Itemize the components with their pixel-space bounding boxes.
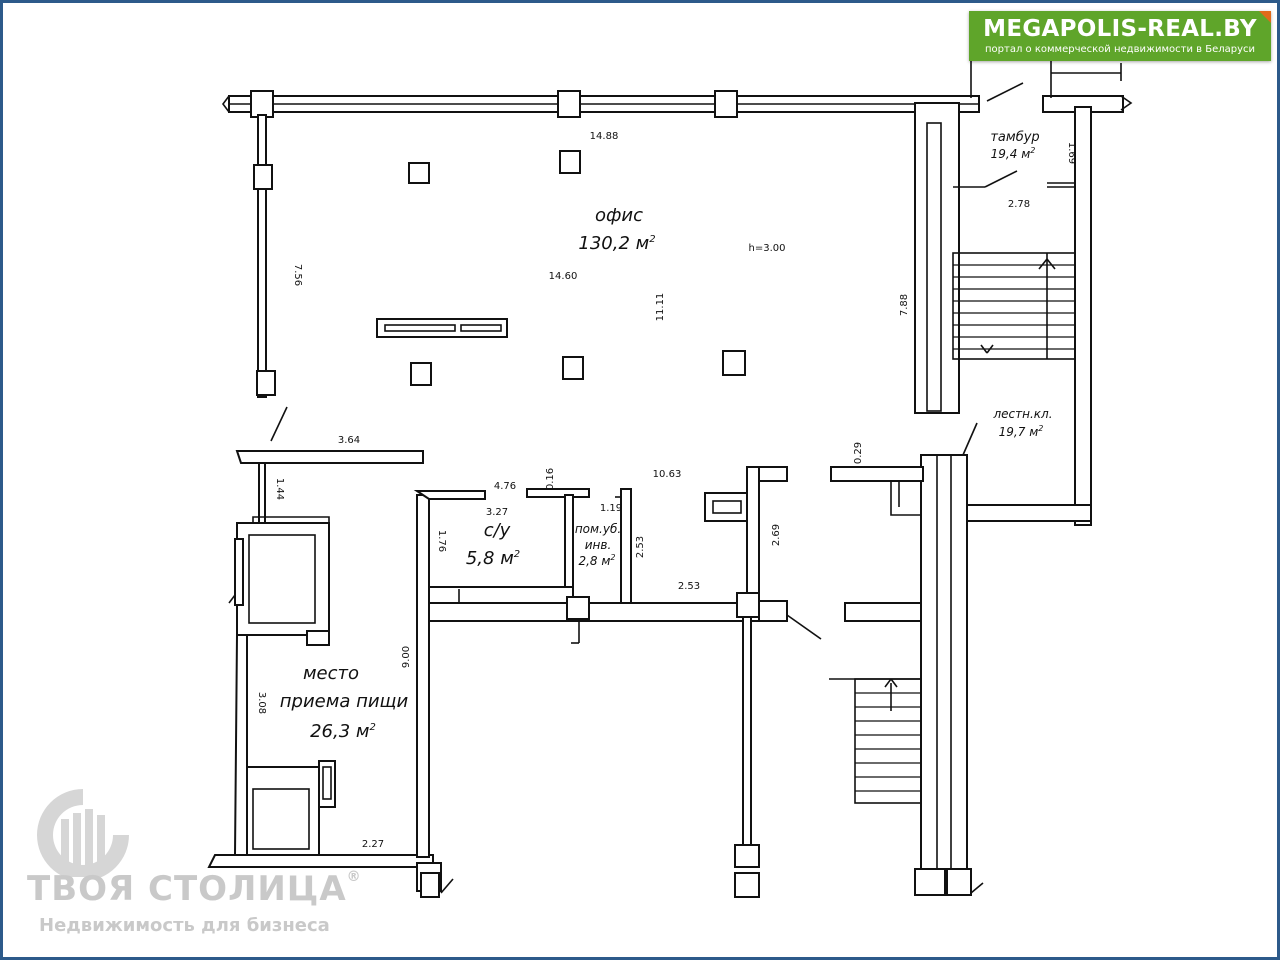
column bbox=[946, 868, 972, 896]
dim-storage-width: 1.19 bbox=[600, 503, 622, 514]
corridor-right-wall bbox=[746, 466, 760, 608]
dining-area: 26,3 м2 bbox=[310, 721, 376, 742]
stairwell-name: лестн.кл. bbox=[992, 407, 1052, 421]
column bbox=[914, 868, 946, 896]
dim-dining-right: 9.00 bbox=[401, 646, 412, 668]
column bbox=[736, 592, 760, 618]
column bbox=[734, 844, 760, 868]
office-wall-element bbox=[376, 318, 508, 338]
dim-corridor-length: 10.63 bbox=[653, 469, 682, 480]
column bbox=[559, 150, 581, 174]
storage-line1: пом.уб. bbox=[575, 522, 621, 536]
dim-height: h=3.00 bbox=[749, 243, 786, 254]
dim-wc-side: 1.76 bbox=[436, 530, 447, 552]
dim-partition: 3.64 bbox=[338, 435, 360, 446]
corridor-wall bbox=[428, 602, 770, 622]
lower-stairs bbox=[829, 678, 922, 804]
dim-corridor-height: 2.69 bbox=[771, 524, 782, 546]
dim-office-depth: 11.11 bbox=[655, 293, 666, 322]
column bbox=[714, 90, 738, 118]
storage-area: 2,8 м2 bbox=[578, 553, 615, 568]
dim-dining-left: 3.08 bbox=[256, 692, 267, 714]
stairwell-wall bbox=[914, 102, 960, 414]
building-logo-icon bbox=[37, 789, 129, 877]
badge-title: MEGAPOLIS-REAL.BY bbox=[983, 16, 1257, 42]
column bbox=[253, 164, 273, 190]
dim-vestibule-width: 2.78 bbox=[1008, 199, 1030, 210]
badge-subtitle: портал о коммерческой недвижимости в Бел… bbox=[985, 44, 1255, 55]
dim-corridor-bottom: 2.53 bbox=[678, 581, 700, 592]
watermark-tagline: Недвижимость для бизнеса bbox=[39, 915, 330, 936]
dim-dining-bottom: 2.27 bbox=[362, 839, 384, 850]
dim-top-wall: 14.88 bbox=[590, 131, 619, 142]
partition-wall bbox=[235, 450, 424, 464]
vestibule-name: тамбур bbox=[990, 130, 1039, 145]
dining-right-wall bbox=[416, 494, 430, 858]
storage-line2: инв. bbox=[585, 538, 612, 552]
dining-line2: приема пищи bbox=[280, 691, 409, 712]
dim-left-wall: 7.56 bbox=[292, 264, 303, 286]
floor-plan-drawing: офис 130,2 м2 тамбур 19,4 м2 лестн.кл. 1… bbox=[207, 61, 1133, 898]
dining-unit-bottom bbox=[246, 766, 320, 858]
dim-office-length: 14.60 bbox=[549, 271, 578, 282]
column bbox=[410, 362, 432, 386]
dim-corridor-wall: 1.44 bbox=[274, 478, 285, 500]
lower-stair-wall bbox=[920, 454, 968, 876]
column bbox=[566, 596, 590, 620]
wc-area: 5,8 м2 bbox=[466, 548, 520, 569]
dining-bottom-wall bbox=[207, 854, 434, 868]
vestibule-area: 19,4 м2 bbox=[991, 146, 1036, 161]
upper-stairs bbox=[952, 252, 1076, 360]
dining-line1: место bbox=[303, 663, 359, 684]
dim-door-gap: 0.29 bbox=[853, 442, 864, 464]
megapolis-badge: MEGAPOLIS-REAL.BY портал о коммерческой … bbox=[969, 11, 1271, 61]
wc-name: с/у bbox=[484, 520, 511, 541]
dim-vestibule-height: 1.69 bbox=[1066, 142, 1077, 164]
column bbox=[250, 90, 274, 118]
dim-storage-height: 2.53 bbox=[635, 536, 646, 558]
office-name: офис bbox=[595, 205, 643, 226]
dim-pillar: 0.16 bbox=[545, 468, 556, 490]
office-area: 130,2 м2 bbox=[578, 233, 655, 254]
stairwell-area: 19,7 м2 bbox=[999, 424, 1044, 439]
dim-right-wall: 7.88 bbox=[899, 294, 910, 316]
column bbox=[722, 350, 746, 376]
column bbox=[734, 872, 760, 898]
dining-unit-top bbox=[236, 522, 330, 636]
column bbox=[557, 90, 581, 118]
watermark-brand: ТВОЯ СТОЛИЦА® bbox=[27, 869, 362, 909]
dim-wc-width: 3.27 bbox=[486, 507, 508, 518]
dim-wc-top: 4.76 bbox=[494, 481, 516, 492]
column bbox=[256, 370, 276, 396]
vestibule-right-wall bbox=[1074, 106, 1092, 526]
column bbox=[408, 162, 430, 184]
column bbox=[562, 356, 584, 380]
